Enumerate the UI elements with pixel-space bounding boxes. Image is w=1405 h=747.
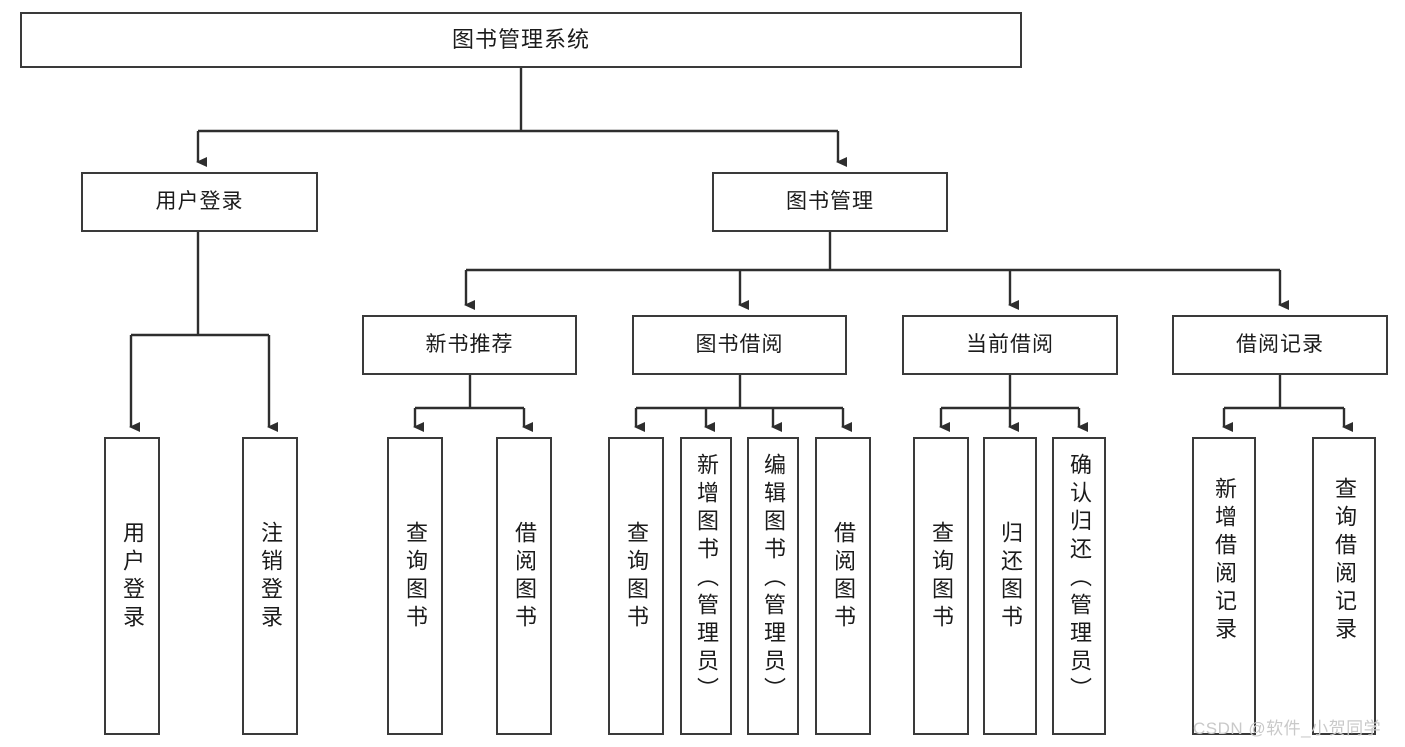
node-book-borrow[interactable]: 图书借阅 xyxy=(632,315,847,375)
leaf-return-book[interactable]: 归还图书 xyxy=(983,437,1037,735)
node-label: 新增借阅记录 xyxy=(1212,477,1237,645)
node-label: 新增图书（管理员） xyxy=(694,453,719,705)
node-label: 当前借阅 xyxy=(966,332,1054,356)
node-label: 查询图书 xyxy=(624,521,649,633)
node-label: 注销登录 xyxy=(258,521,283,633)
leaf-edit-book-admin[interactable]: 编辑图书（管理员） xyxy=(747,437,799,735)
node-label: 借阅图书 xyxy=(831,521,856,633)
node-borrow-record[interactable]: 借阅记录 xyxy=(1172,315,1388,375)
leaf-logout[interactable]: 注销登录 xyxy=(242,437,298,735)
node-label: 归还图书 xyxy=(998,521,1023,633)
node-root-system[interactable]: 图书管理系统 xyxy=(20,12,1022,68)
node-label: 图书管理 xyxy=(786,189,874,213)
node-label: 确认归还（管理员） xyxy=(1067,453,1092,705)
node-label: 编辑图书（管理员） xyxy=(761,453,786,705)
leaf-add-borrow-record[interactable]: 新增借阅记录 xyxy=(1192,437,1256,735)
node-current-borrow[interactable]: 当前借阅 xyxy=(902,315,1118,375)
leaf-borrow-book[interactable]: 借阅图书 xyxy=(815,437,871,735)
node-label: 借阅图书 xyxy=(512,521,537,633)
leaf-confirm-return-admin[interactable]: 确认归还（管理员） xyxy=(1052,437,1106,735)
node-user-login[interactable]: 用户登录 xyxy=(81,172,318,232)
leaf-user-login[interactable]: 用户登录 xyxy=(104,437,160,735)
node-label: 查询图书 xyxy=(403,521,428,633)
node-label: 用户登录 xyxy=(120,521,145,633)
leaf-query-book-current[interactable]: 查询图书 xyxy=(913,437,969,735)
watermark: CSDN @软件_小贺同学 xyxy=(1193,719,1382,738)
node-label: 新书推荐 xyxy=(425,332,514,356)
node-label: 查询借阅记录 xyxy=(1332,477,1357,645)
node-label: 图书借阅 xyxy=(695,332,784,356)
node-label: 用户登录 xyxy=(155,189,244,213)
leaf-add-book-admin[interactable]: 新增图书（管理员） xyxy=(680,437,732,735)
node-new-book-recommend[interactable]: 新书推荐 xyxy=(362,315,577,375)
leaf-query-book-new[interactable]: 查询图书 xyxy=(387,437,443,735)
node-label: 借阅记录 xyxy=(1236,332,1324,356)
leaf-borrow-book-new[interactable]: 借阅图书 xyxy=(496,437,552,735)
node-label: 查询图书 xyxy=(929,521,954,633)
leaf-query-borrow-record[interactable]: 查询借阅记录 xyxy=(1312,437,1376,735)
node-label: 图书管理系统 xyxy=(451,27,590,53)
node-book-management[interactable]: 图书管理 xyxy=(712,172,948,232)
leaf-query-book-borrow[interactable]: 查询图书 xyxy=(608,437,664,735)
